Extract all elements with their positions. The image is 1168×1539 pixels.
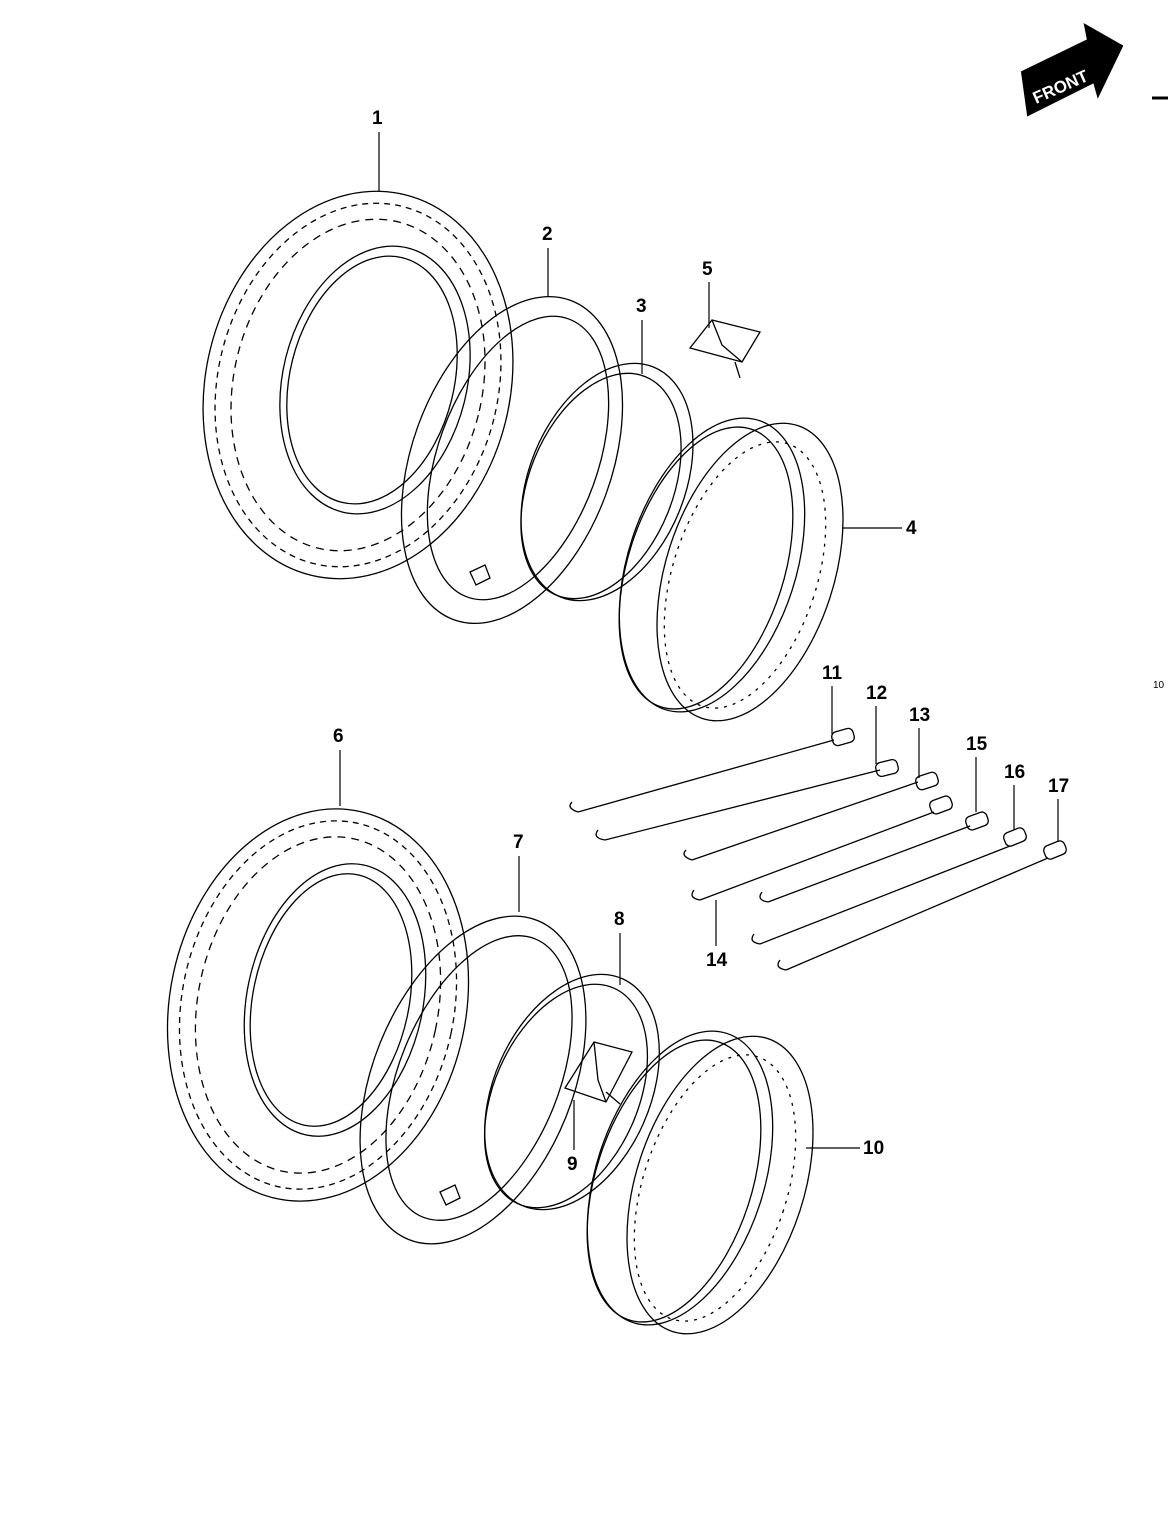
svg-text:15: 15 <box>966 734 988 755</box>
callout-4: 4 <box>842 518 917 539</box>
svg-text:5: 5 <box>702 259 713 280</box>
svg-text:13: 13 <box>909 705 930 726</box>
callout-16: 16 <box>1004 762 1025 830</box>
callout-6: 6 <box>333 726 344 806</box>
part-12-spoke <box>595 758 899 841</box>
callout-13: 13 <box>909 705 930 778</box>
spoke-set <box>569 727 1067 971</box>
part-11-spoke <box>569 727 855 813</box>
part-2-tube <box>400 295 624 625</box>
callout-3: 3 <box>636 296 647 374</box>
callout-7: 7 <box>513 832 524 912</box>
part-15-spoke <box>759 811 989 903</box>
callout-12: 12 <box>866 683 887 764</box>
callout-1: 1 <box>372 108 383 192</box>
part-16-spoke <box>751 827 1027 945</box>
part-10-rim <box>586 1030 814 1335</box>
part-1-tire <box>202 190 514 580</box>
callout-8: 8 <box>614 909 625 985</box>
svg-text:9: 9 <box>567 1154 578 1175</box>
part-13-spoke <box>683 771 939 861</box>
callout-9: 9 <box>567 1100 578 1175</box>
part-6-tire <box>166 808 470 1202</box>
front-arrow-icon <box>1020 23 1124 117</box>
svg-text:12: 12 <box>866 683 887 704</box>
callout-10: 10 <box>806 1138 884 1159</box>
svg-text:2: 2 <box>542 224 553 245</box>
svg-text:6: 6 <box>333 726 344 747</box>
svg-text:1: 1 <box>372 108 383 129</box>
callout-15: 15 <box>966 734 988 812</box>
svg-text:14: 14 <box>706 950 728 971</box>
callout-17: 17 <box>1048 776 1069 842</box>
svg-text:8: 8 <box>614 909 625 930</box>
part-8-rim-band <box>483 973 660 1211</box>
part-17-spoke <box>777 840 1067 971</box>
svg-text:10: 10 <box>863 1138 884 1159</box>
callout-2: 2 <box>542 224 553 296</box>
callout-11: 11 <box>822 663 843 734</box>
svg-text:4: 4 <box>906 518 917 539</box>
part-14-spoke <box>691 795 953 901</box>
part-3-rim-band <box>520 362 694 602</box>
svg-text:7: 7 <box>513 832 524 853</box>
callout-5: 5 <box>702 259 713 328</box>
svg-text:3: 3 <box>636 296 647 317</box>
svg-text:11: 11 <box>822 663 843 684</box>
callout-14: 14 <box>706 900 728 971</box>
part-4-rim <box>618 417 844 722</box>
front-badge: FRONT <box>1020 23 1124 117</box>
page-marker: 10 <box>1153 680 1165 691</box>
part-5-rim-lock <box>688 319 762 379</box>
svg-text:17: 17 <box>1048 776 1069 797</box>
part-9-rim-lock <box>564 1041 633 1105</box>
svg-text:16: 16 <box>1004 762 1025 783</box>
part-7-tube <box>359 915 587 1245</box>
